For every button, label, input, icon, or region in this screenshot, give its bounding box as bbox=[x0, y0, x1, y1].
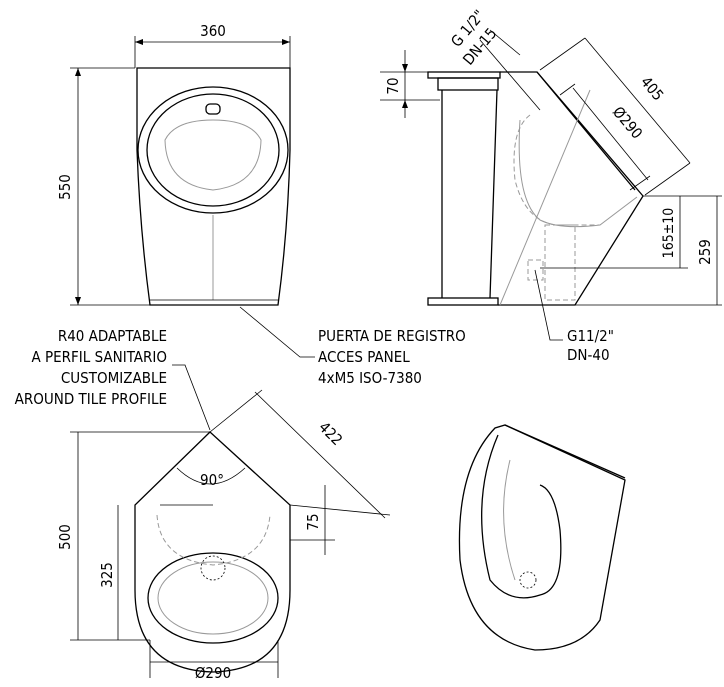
side-view: 70 G 1/2" DN-15 405 Ø290 165±10 259 G11/… bbox=[380, 6, 722, 364]
front-view: 360 550 bbox=[56, 22, 291, 306]
side-top-dim: 70 bbox=[384, 77, 402, 94]
plan-angle: 90° bbox=[200, 471, 224, 489]
panel-note-line: ACCES PANEL bbox=[318, 348, 410, 366]
isometric-view bbox=[458, 424, 626, 651]
plan-offset-dim: 75 bbox=[304, 513, 322, 530]
corner-note-line: CUSTOMIZABLE bbox=[61, 369, 167, 387]
plan-depth-dim: 500 bbox=[56, 524, 74, 550]
panel-note-line: 4xM5 ISO-7380 bbox=[318, 369, 422, 387]
outlet-thread-label: G11/2" bbox=[567, 327, 614, 345]
bottom-height-dim: 259 bbox=[696, 239, 714, 265]
panel-note-line: PUERTA DE REGISTRO bbox=[318, 327, 466, 345]
corner-note-line: AROUND TILE PROFILE bbox=[15, 390, 167, 408]
corner-note-line: A PERFIL SANITARIO bbox=[31, 348, 167, 366]
side-bowl-dia: Ø290 bbox=[609, 103, 646, 142]
plan-bowl-dia: Ø290 bbox=[195, 664, 231, 682]
plan-view: 90° 500 325 75 422 Ø290 bbox=[56, 389, 391, 682]
side-length-dim: 405 bbox=[637, 73, 667, 104]
front-height-dim: 550 bbox=[56, 174, 74, 200]
plan-bowl-depth-dim: 325 bbox=[98, 562, 116, 588]
outlet-height-dim: 165±10 bbox=[661, 208, 677, 259]
corner-note-line: R40 ADAPTABLE bbox=[58, 327, 167, 345]
notes: R40 ADAPTABLE A PERFIL SANITARIO CUSTOMI… bbox=[15, 306, 466, 431]
plan-diagonal-dim: 422 bbox=[315, 418, 346, 449]
front-width-dim: 360 bbox=[200, 22, 226, 40]
outlet-dn-label: DN-40 bbox=[567, 346, 610, 364]
